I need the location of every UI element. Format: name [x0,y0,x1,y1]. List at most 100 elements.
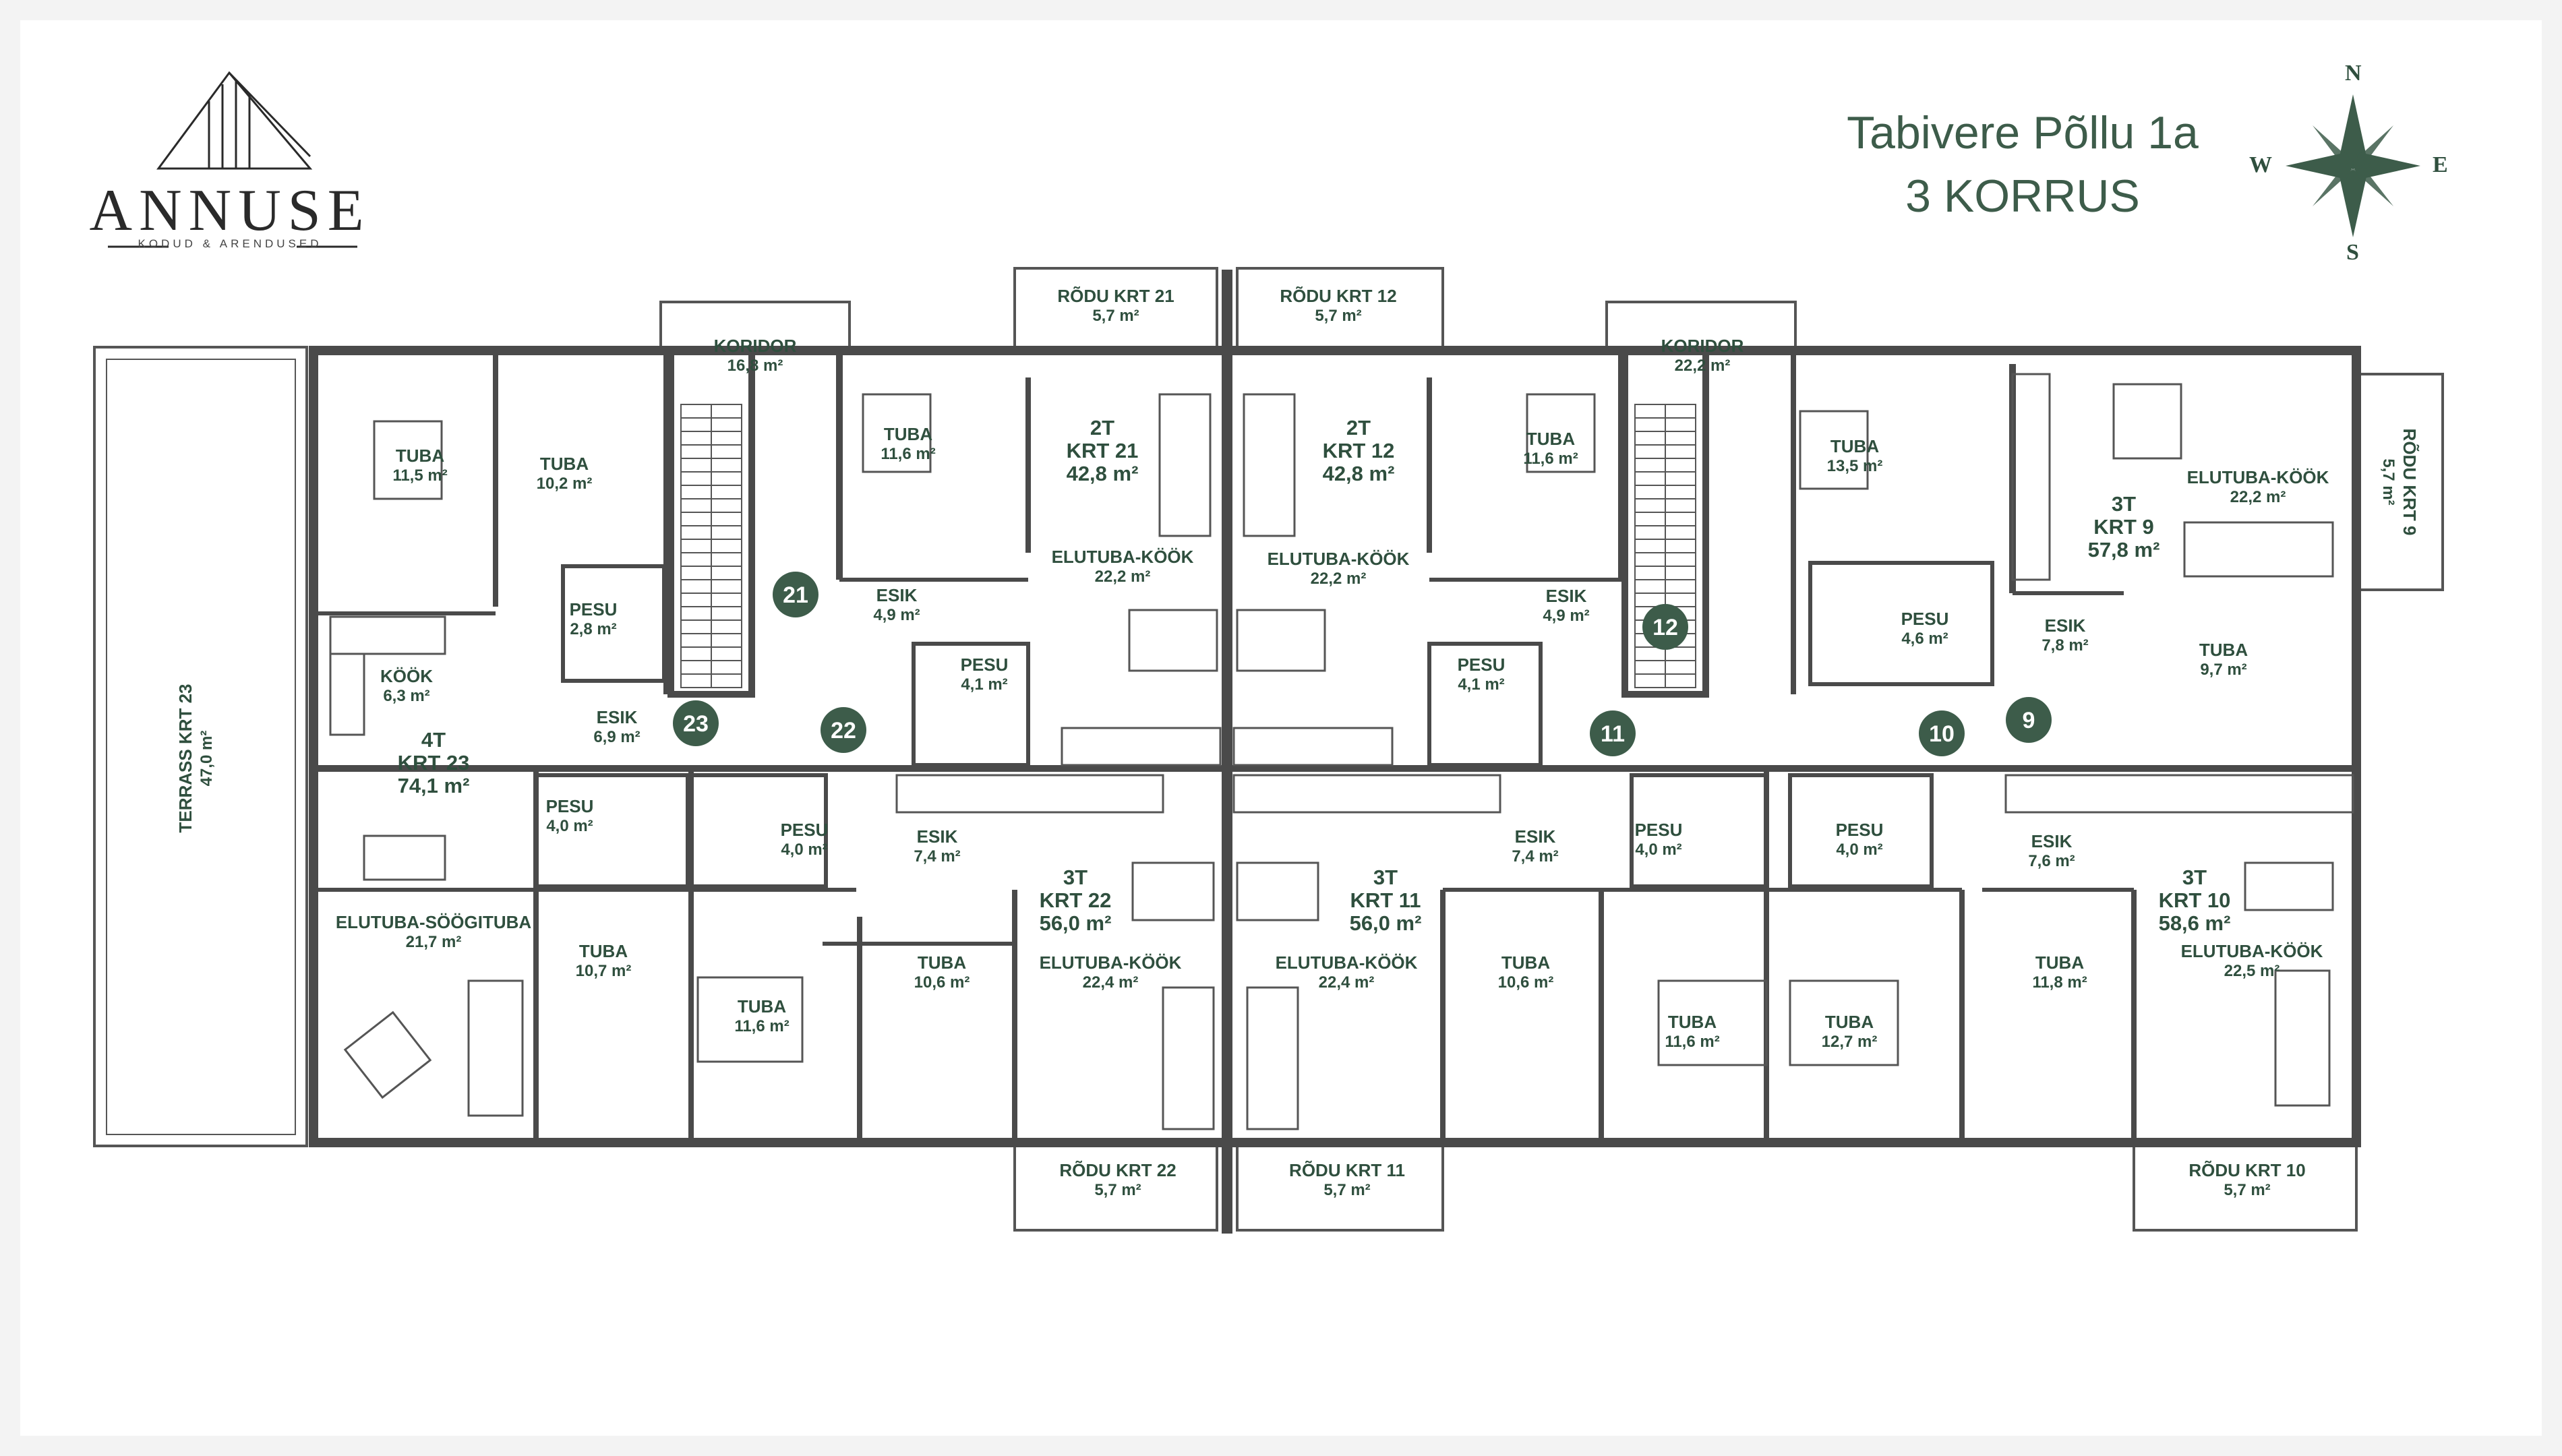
sofa-icon [1243,393,1296,537]
room-area: 6,3 m² [383,687,429,705]
room-area: 22,5 m² [2224,962,2280,980]
room-name: ELUTUBA-KÖÖK [2181,941,2323,961]
room-name: ESIK [597,707,638,727]
sofa-icon [1246,986,1299,1130]
unit-label-krt10: 3T KRT 10 58,6 m² [2159,866,2231,935]
bed-icon [1526,393,1596,473]
balcony-krt9-area: 5,7 m² [2379,458,2397,505]
room-name: PESU [961,655,1009,675]
balconies [93,267,2444,1232]
room-name: PESU [1901,609,1949,629]
room-name: TUBA [1501,952,1550,973]
unit-name: KRT 12 [1323,439,1395,462]
kitchen-counter-icon [1232,727,1394,766]
room-area: 6,9 m² [593,728,640,746]
armchair-icon [343,1010,432,1099]
room-name: ELUTUBA-KÖÖK [1268,549,1410,569]
kitchen-counter-icon [895,774,1164,814]
entrance-marker-9[interactable]: 9 [2006,697,2052,743]
kitchen-counter-icon [329,615,446,655]
room-name: PESU [1635,820,1683,840]
entrance-markers: 21 23 22 12 11 10 9 [673,572,2052,756]
room-name: ESIK [917,826,958,847]
brand-tagline: KODUD & ARENDUSED [138,237,322,250]
entrance-marker-22[interactable]: 22 [821,707,866,753]
room-name: TUBA [396,446,444,466]
unit-area: 57,8 m² [2088,538,2160,562]
room-area: 4,0 m² [1635,841,1681,859]
unit-name: KRT 11 [1350,888,1421,912]
dining-table-icon [1236,861,1319,921]
room-area: 9,7 m² [2200,661,2246,679]
room-area: 22,4 m² [1319,973,1375,992]
room-name: ELUTUBA-SÖÖGITUBA [336,912,532,932]
svg-text:12: 12 [1652,615,1678,640]
room-name: TUBA [1668,1012,1717,1032]
unit-label-krt21: 2T KRT 21 42,8 m² [1067,416,1139,485]
room-area: 4,9 m² [873,606,920,624]
dining-table-icon [1128,609,1218,672]
room-area: 4,6 m² [1901,630,1948,648]
room-area: 12,7 m² [1822,1033,1878,1051]
room-name: PESU [1836,820,1884,840]
entrance-marker-23[interactable]: 23 [673,700,719,746]
entrance-marker-11[interactable]: 11 [1590,710,1636,756]
room-area: 22,2 m² [1675,357,1731,375]
unit-area: 42,8 m² [1067,462,1139,485]
room-area: 22,2 m² [1095,568,1151,586]
room-labels: RÕDU KRT 215,7 m² RÕDU KRT 125,7 m² RÕDU… [336,286,2329,1199]
brand-name: ANNUSE [89,178,371,243]
kitchen-counter-icon [329,653,365,736]
kitchen-counter-icon [1232,774,1501,814]
room-name: TUBA [1526,429,1575,449]
room-name: RÕDU KRT 22 [1059,1160,1176,1180]
svg-text:21: 21 [783,582,808,608]
svg-text:23: 23 [683,711,709,737]
balcony-krt10-outline [2133,1141,2358,1232]
terrace-krt23-name: TERRASS KRT 23 [175,684,196,832]
unit-label-krt11: 3T KRT 11 56,0 m² [1350,866,1422,935]
room-name: RÕDU KRT 12 [1280,286,1396,306]
room-name: TUBA [1825,1012,1874,1032]
balcony-krt22-outline [1013,1141,1218,1232]
kitchen-counter-icon [2011,373,2051,581]
room-label: RÕDU KRT 115,7 m² [1289,1160,1405,1199]
unit-type: 3T [1373,866,1398,889]
entrance-marker-10[interactable]: 10 [1919,710,1965,756]
terrace-krt23-label: TERRASS KRT 23 47,0 m² [175,684,216,832]
stair-bay-west [659,301,851,354]
room-name: TUBA [918,952,966,973]
entrance-marker-21[interactable]: 21 [773,572,818,617]
dining-table-icon [363,835,446,881]
room-label: RÕDU KRT 215,7 m² [1057,286,1174,325]
compass-west: W [2249,152,2272,177]
room-name: ESIK [1515,826,1556,847]
room-label: RÕDU KRT 225,7 m² [1059,1160,1176,1199]
room-area: 11,6 m² [1665,1033,1719,1051]
entrance-marker-12[interactable]: 12 [1642,604,1688,650]
terrace-krt23-outline [93,346,308,1147]
stair-bay-east [1605,301,1797,354]
unit-type: 2T [1346,416,1371,439]
floor-subtitle: 3 KORRUS [1905,171,2140,222]
room-name: TUBA [738,996,786,1017]
room-area: 10,6 m² [914,973,970,992]
room-area: 4,1 m² [1458,675,1504,694]
